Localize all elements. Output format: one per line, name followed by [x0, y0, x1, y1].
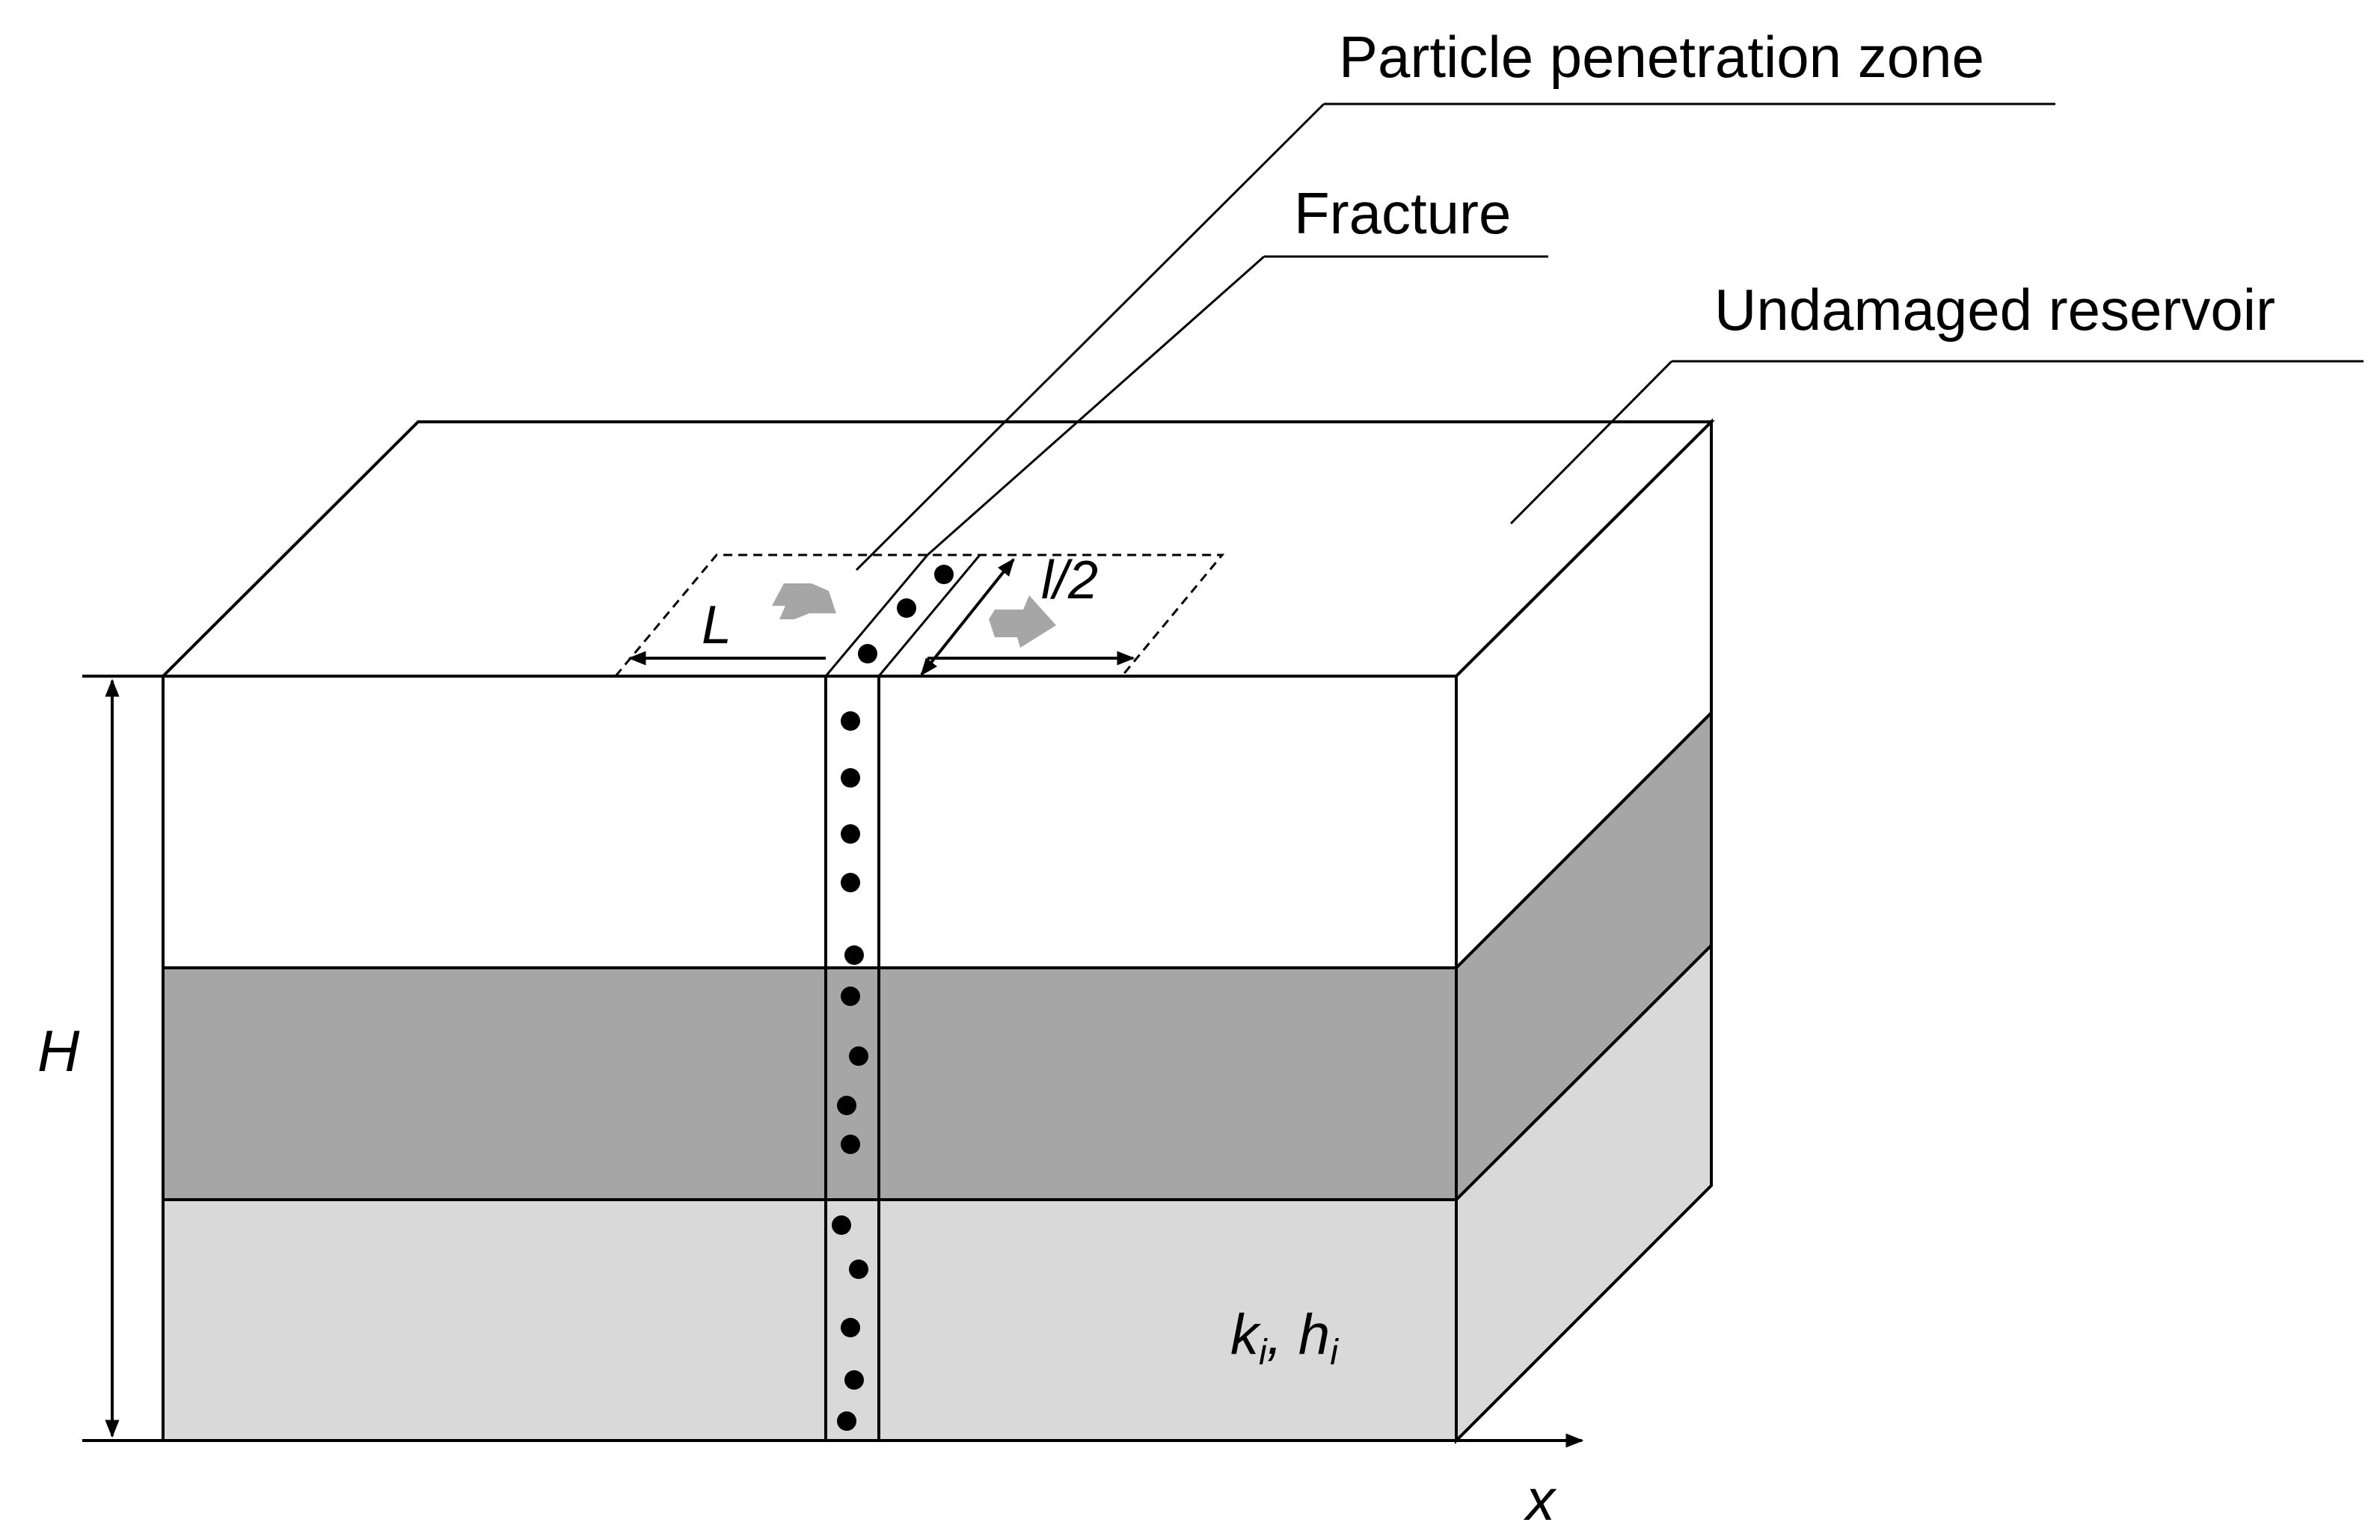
flow-arrow-left: [772, 583, 836, 619]
label-height: H: [37, 1018, 80, 1084]
leader-undamaged: [1509, 360, 1673, 525]
label-undamaged-reservoir: Undamaged reservoir: [1714, 277, 2275, 343]
fracture-top-left-edge: [824, 554, 929, 677]
perm-k-subscript: i: [1259, 1333, 1268, 1372]
front-top-layer: [162, 675, 1458, 969]
reservoir-top-face: [159, 420, 1715, 678]
particle-dot: [849, 1260, 868, 1279]
particle-dot: [897, 598, 916, 618]
particle-penetration-zone: [613, 553, 1225, 678]
label-layer-properties: ki, hi: [1230, 1303, 1339, 1372]
particle-dot: [934, 565, 954, 584]
leader-fracture: [927, 255, 1265, 556]
front-middle-layer: [162, 966, 1458, 1201]
particle-dot: [844, 1370, 864, 1390]
perm-k: k: [1230, 1303, 1262, 1366]
particle-dot: [837, 1096, 856, 1115]
particle-dot: [844, 945, 864, 965]
particle-dot: [858, 644, 877, 663]
particle-dot: [841, 1135, 860, 1154]
particle-dot: [841, 873, 860, 892]
particle-dot: [849, 1046, 868, 1066]
particle-dot: [841, 1318, 860, 1337]
label-fracture: Fracture: [1294, 180, 1511, 246]
particle-dot: [832, 1215, 851, 1235]
half-width-arrow: [920, 558, 1015, 676]
perm-h-subscript: i: [1330, 1333, 1339, 1372]
perm-separator: ,: [1267, 1303, 1298, 1366]
leader-particle-zone: [855, 102, 1325, 571]
label-particle-penetration-zone: Particle penetration zone: [1339, 24, 1984, 90]
front-bottom-layer: [162, 1198, 1458, 1442]
label-half-length: L: [702, 595, 732, 655]
label-x-axis: x: [1523, 1467, 1557, 1533]
particle-dot: [841, 768, 860, 788]
particle-dot: [841, 824, 860, 844]
particle-dot: [841, 711, 860, 731]
perm-h: h: [1298, 1303, 1330, 1366]
particle-dot: [837, 1411, 856, 1431]
particle-dot: [841, 987, 860, 1006]
label-half-width: l/2: [1041, 550, 1098, 610]
